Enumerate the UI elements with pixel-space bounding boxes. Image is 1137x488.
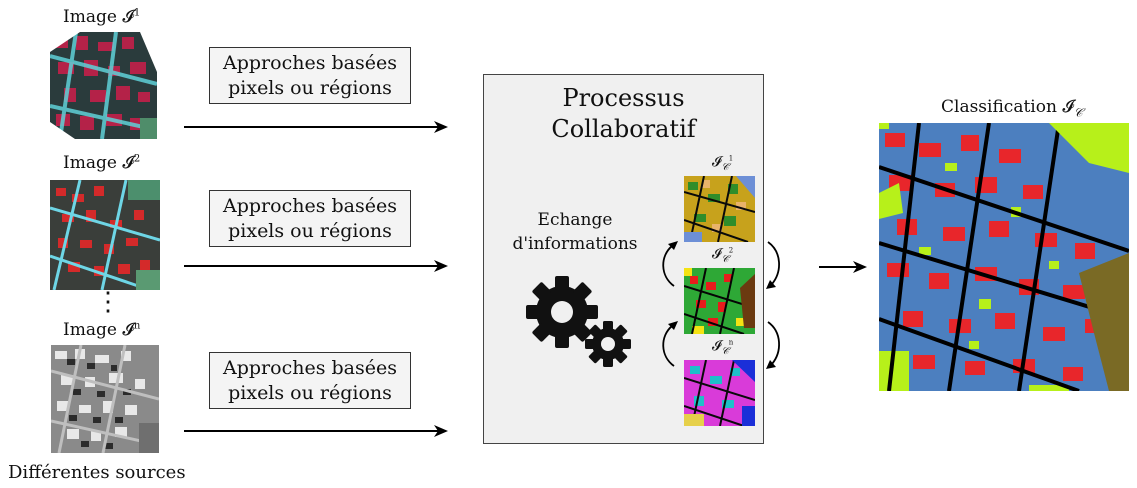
sources-caption: Différentes sources: [8, 462, 186, 483]
result-label: Classification 𝓘𝒞: [941, 97, 1083, 120]
gear-icon: [526, 276, 631, 367]
ellipsis: ⋮: [95, 287, 121, 317]
intermediate-classification-1: [684, 176, 755, 242]
arrow-icon: [184, 425, 448, 437]
source-image-1: [50, 32, 157, 139]
curved-arrow-icon: [662, 321, 678, 367]
approach-box-n: Approches basées pixels ou régions: [209, 352, 411, 409]
approach-box-2: Approches basées pixels ou régions: [209, 190, 411, 247]
source-image-n: [51, 345, 159, 453]
result-classification-image: [879, 123, 1129, 391]
intermediate-label-2: 𝓘𝒞2: [712, 246, 734, 265]
source-image-2: [50, 180, 160, 290]
curved-arrow-icon: [766, 321, 780, 369]
process-title: Processus Collaboratif: [551, 84, 696, 143]
source-label-n: Image 𝓘n: [63, 320, 141, 340]
intermediate-label-1: 𝓘𝒞1: [712, 154, 734, 173]
intermediate-classification-n: [684, 360, 755, 426]
exchange-label: Echange d'informations: [512, 210, 638, 254]
source-label-1: Image 𝓘1: [63, 7, 141, 27]
arrow-icon: [184, 121, 448, 133]
source-label-2: Image 𝓘2: [63, 153, 141, 173]
intermediate-classification-2: [684, 268, 755, 334]
approach-box-1: Approches basées pixels ou régions: [209, 47, 411, 104]
intermediate-label-n: 𝓘𝒞n: [712, 338, 734, 357]
arrow-icon: [184, 260, 448, 272]
curved-arrow-icon: [662, 241, 678, 287]
arrow-icon: [819, 261, 867, 273]
curved-arrow-icon: [766, 241, 780, 289]
